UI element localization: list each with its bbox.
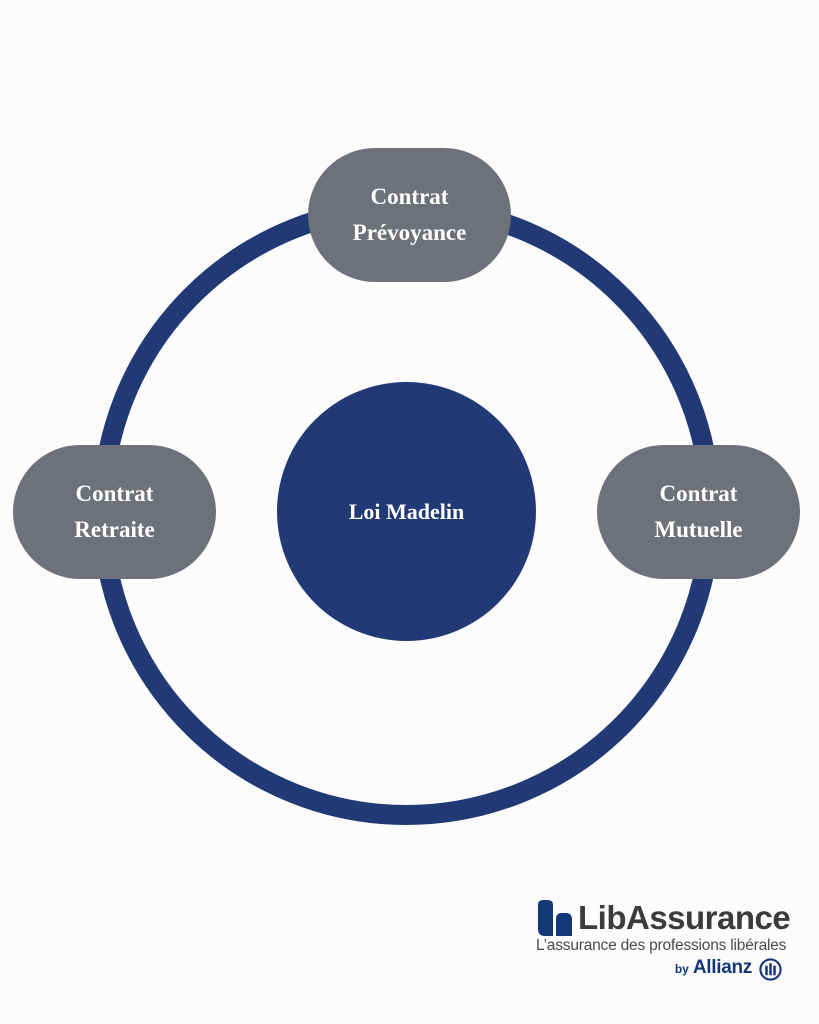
node-label-line: Mutuelle bbox=[654, 517, 743, 542]
libassurance-logo-icon bbox=[538, 900, 572, 936]
node-label-line: Contrat bbox=[75, 481, 154, 506]
partner-name: Allianz bbox=[692, 957, 752, 978]
node-label-line: Prévoyance bbox=[352, 220, 467, 245]
center-node-loi-madelin: Loi Madelin bbox=[277, 382, 536, 641]
node-contrat-retraite: Contrat Retraite bbox=[13, 445, 216, 579]
node-contrat-mutuelle: Contrat Mutuelle bbox=[597, 445, 800, 579]
node-label-line: Retraite bbox=[74, 517, 155, 542]
by-label: by bbox=[674, 962, 689, 976]
node-contrat-prevoyance: Contrat Prévoyance bbox=[308, 148, 511, 282]
brand-name: LibAssurance bbox=[578, 899, 791, 936]
node-label-line: Contrat bbox=[370, 184, 449, 209]
libassurance-logo: LibAssurance L’assurance des professions… bbox=[536, 896, 791, 986]
brand-tagline: L’assurance des professions libérales bbox=[536, 937, 787, 954]
node-label-line: Contrat bbox=[659, 481, 738, 506]
allianz-logo-icon bbox=[759, 958, 782, 981]
center-label: Loi Madelin bbox=[348, 498, 465, 524]
